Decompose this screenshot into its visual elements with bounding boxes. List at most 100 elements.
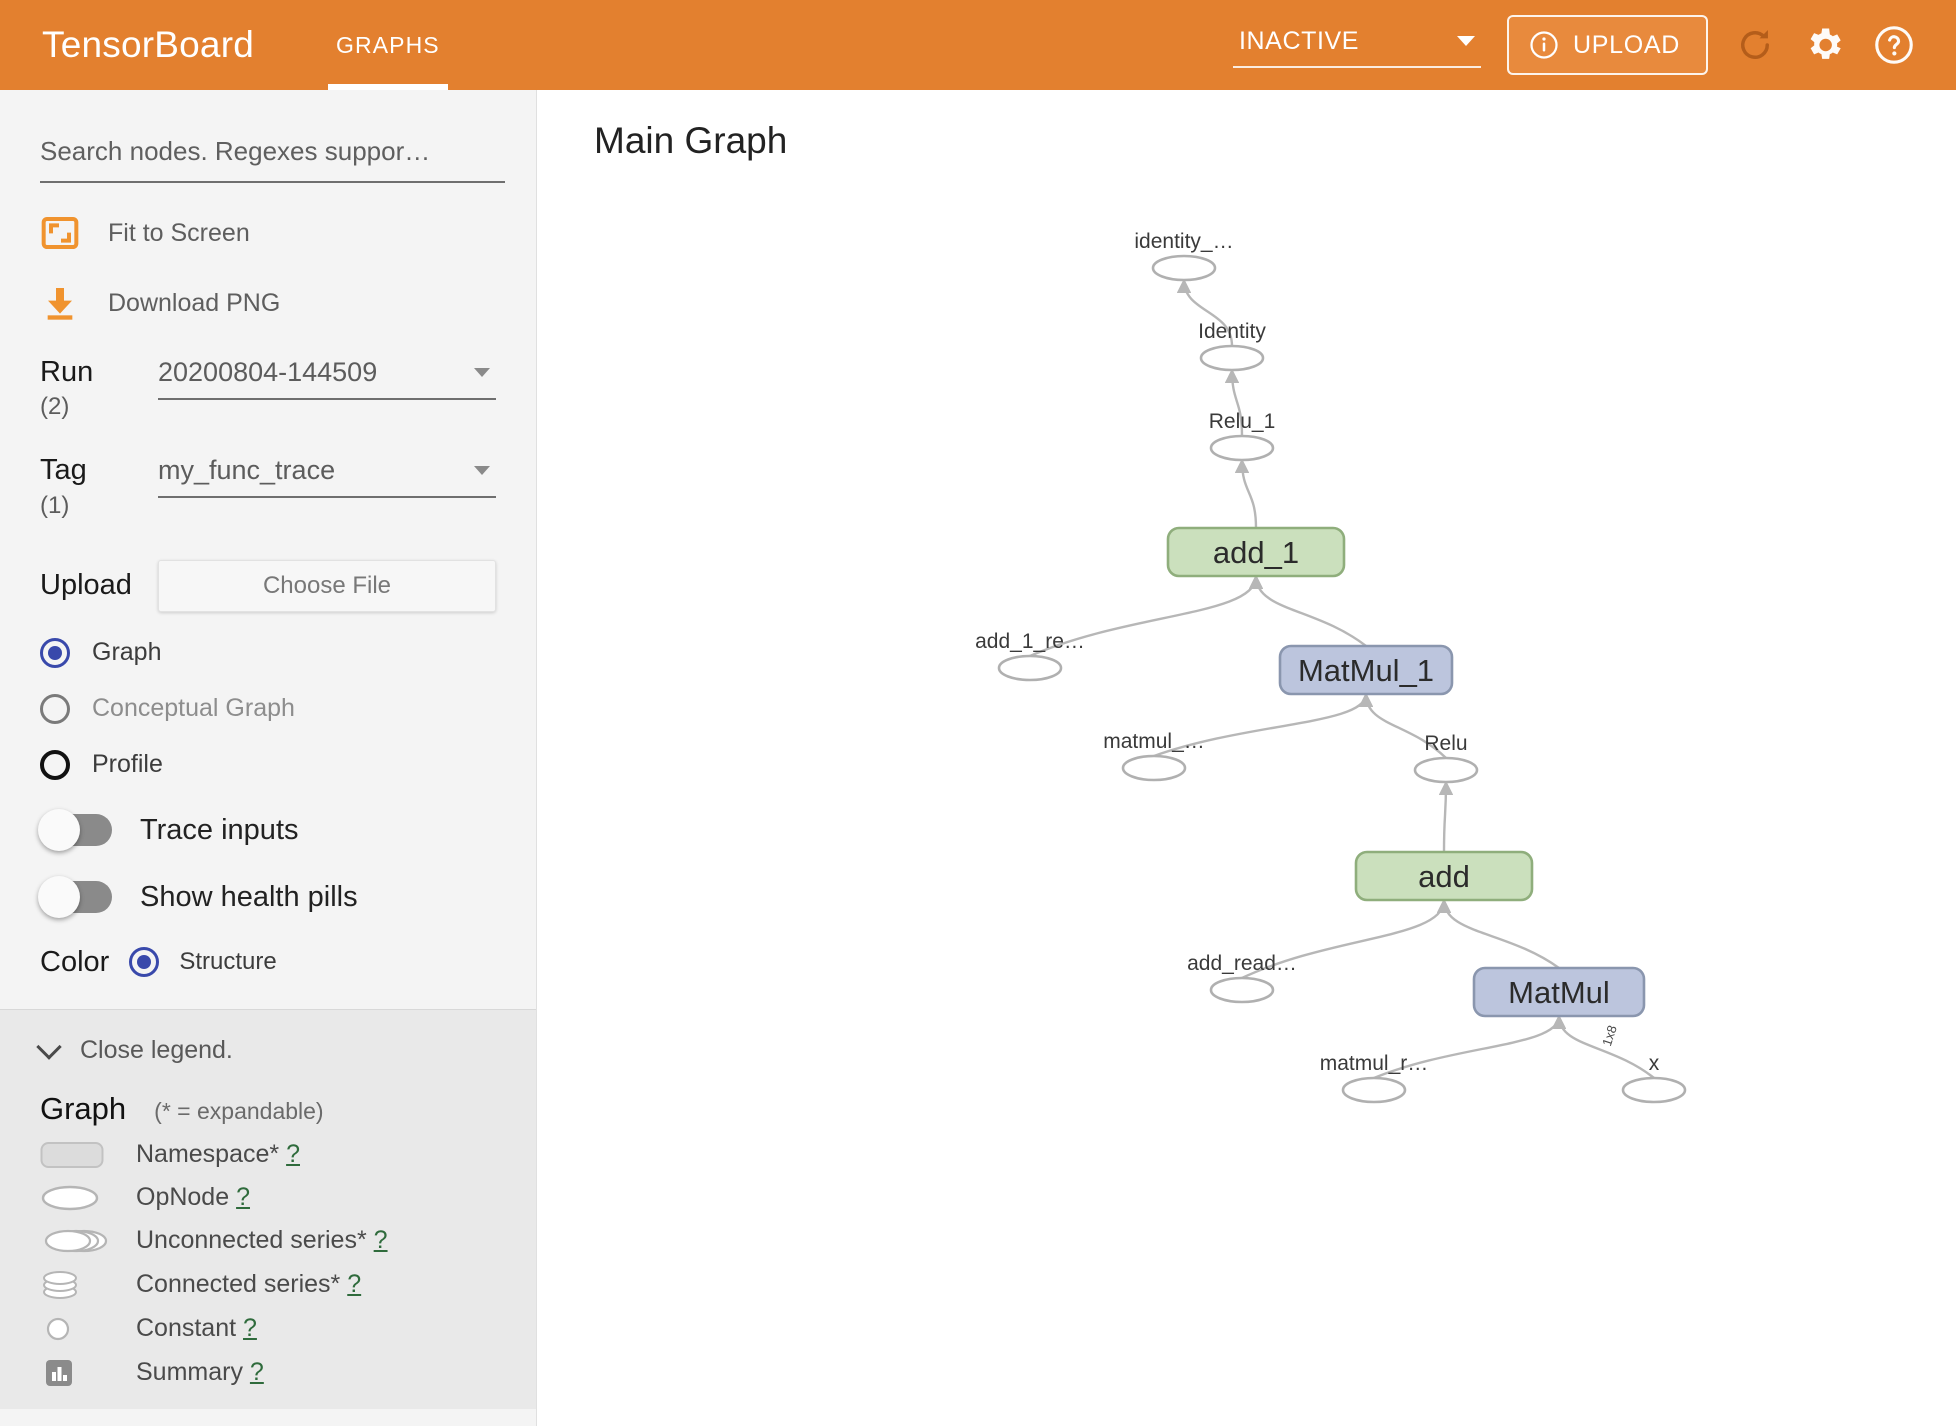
graph-node-matmul_dots[interactable]: matmul_… [1103, 730, 1205, 782]
help-link[interactable]: ? [373, 1226, 388, 1255]
node-label: MatMul [1508, 975, 1610, 1010]
upload-field: Upload Choose File [40, 559, 496, 612]
toggle-show-health-pills[interactable]: Show health pills [38, 876, 496, 919]
radio-structure-icon[interactable] [129, 947, 160, 978]
gear-icon[interactable] [1802, 23, 1846, 67]
choose-file-button[interactable]: Choose File [158, 559, 496, 612]
graph-edges: 1x8 [1029, 278, 1655, 1080]
graph-edge [1436, 898, 1560, 969]
tag-field: Tag (1) my_func_trace [40, 455, 496, 519]
namespace-shape-icon [1278, 644, 1454, 696]
radio-profile-icon [40, 749, 70, 780]
chevron-down-icon [474, 466, 490, 476]
search-input[interactable] [40, 132, 505, 183]
constant-circle-icon [40, 1314, 136, 1344]
run-dropdown[interactable]: 20200804-144509 [158, 357, 496, 400]
legend-label-summary: Summary ? [136, 1358, 264, 1387]
graph-node-add_read[interactable]: add_read… [1187, 952, 1297, 1004]
legend-label-connected-series: Connected series* ? [136, 1270, 362, 1299]
tag-count: (1) [40, 491, 70, 519]
chevron-down-icon [36, 1034, 62, 1061]
namespace-shape-icon [1354, 850, 1534, 902]
toggle-switch-icon [38, 809, 112, 852]
opnode-ellipse-icon [1199, 344, 1265, 372]
run-state-dropdown[interactable]: INACTIVE [1232, 23, 1481, 68]
radio-graph-icon [40, 637, 70, 668]
download-png-button[interactable]: Download PNG [40, 283, 496, 323]
opnode-ellipse-icon [40, 1183, 136, 1213]
legend-note: (* = expandable) [154, 1097, 324, 1124]
node-label: x [1649, 1052, 1660, 1075]
legend-panel: Close legend. Graph (* = expandable) Nam… [0, 1008, 536, 1409]
graph-edge [1551, 1014, 1655, 1079]
legend-item-unconnected-series: Unconnected series* ? [40, 1226, 496, 1256]
close-legend-button[interactable]: Close legend. [36, 1034, 496, 1065]
download-png-label: Download PNG [108, 288, 281, 317]
radio-option-profile[interactable]: Profile [40, 749, 496, 780]
help-link[interactable]: ? [249, 1358, 264, 1387]
upload-button-label: UPLOAD [1572, 30, 1680, 59]
graph-node-relu[interactable]: Relu [1413, 732, 1479, 784]
header-tabs: GRAPHS [314, 0, 462, 90]
connected-series-icon [40, 1269, 136, 1301]
fit-to-screen-icon [40, 213, 80, 253]
graph-edge [1176, 278, 1234, 347]
legend-title: Graph [40, 1090, 127, 1126]
legend-label-opnode: OpNode ? [136, 1183, 250, 1212]
graph-node-identity_out[interactable]: identity_… [1134, 230, 1234, 282]
graph-node-matmul[interactable]: MatMul [1472, 966, 1646, 1018]
toggle-show-health-pills-label: Show health pills [140, 880, 358, 913]
help-circle-icon[interactable] [1872, 23, 1916, 67]
run-label: Run [40, 356, 94, 388]
node-label: Relu [1424, 732, 1467, 755]
run-field: Run (2) 20200804-144509 [40, 357, 496, 421]
legend-item-namespace: Namespace* ? [40, 1140, 496, 1170]
graph-edge [1224, 368, 1244, 437]
legend-header: Graph (* = expandable) [40, 1091, 496, 1127]
legend-item-constant: Constant ? [40, 1314, 496, 1344]
help-link[interactable]: ? [243, 1314, 257, 1343]
graph-node-identity[interactable]: Identity [1198, 320, 1266, 372]
fit-to-screen-button[interactable]: Fit to Screen [40, 213, 496, 253]
unconnected-series-icon [40, 1226, 136, 1256]
namespace-shape-icon [1472, 966, 1646, 1018]
namespace-shape-icon [40, 1140, 136, 1170]
help-link[interactable]: ? [347, 1270, 362, 1299]
opnode-ellipse-icon [1151, 254, 1217, 282]
toggle-trace-inputs[interactable]: Trace inputs [38, 809, 496, 852]
chevron-down-icon [1456, 36, 1475, 46]
radio-profile-label: Profile [92, 750, 163, 779]
close-legend-label: Close legend. [80, 1035, 233, 1064]
tab-graphs[interactable]: GRAPHS [314, 0, 462, 90]
radio-option-graph[interactable]: Graph [40, 637, 496, 668]
graph-node-matmul_1[interactable]: MatMul_1 [1278, 644, 1454, 696]
refresh-icon[interactable] [1734, 24, 1776, 66]
node-label: add_1 [1213, 535, 1299, 570]
graph-node-matmul_r[interactable]: matmul_r… [1320, 1052, 1429, 1104]
app-header: TensorBoard GRAPHS INACTIVE UPLOAD [0, 0, 1956, 90]
radio-conceptual-graph-icon [40, 693, 70, 724]
radio-option-conceptual-graph[interactable]: Conceptual Graph [40, 693, 496, 724]
graph-node-add_1_re[interactable]: add_1_re… [975, 630, 1085, 682]
node-label: MatMul_1 [1298, 653, 1434, 688]
graph-edge [1358, 692, 1447, 759]
upload-button[interactable]: UPLOAD [1506, 15, 1708, 75]
graph-node-add[interactable]: add [1354, 850, 1534, 902]
namespace-shape-icon [1166, 526, 1346, 578]
tag-dropdown[interactable]: my_func_trace [158, 455, 496, 499]
page-title: Main Graph [594, 120, 788, 161]
help-link[interactable]: ? [236, 1183, 250, 1212]
opnode-ellipse-icon [1341, 1076, 1407, 1104]
radio-conceptual-graph-label: Conceptual Graph [92, 694, 295, 723]
node-label: Relu_1 [1209, 410, 1276, 433]
graph-node-add_1[interactable]: add_1 [1166, 526, 1346, 578]
tag-label: Tag [40, 454, 87, 487]
download-icon [40, 283, 80, 323]
graph-node-x[interactable]: x [1621, 1052, 1687, 1104]
summary-bars-icon [40, 1357, 136, 1389]
help-link[interactable]: ? [286, 1140, 300, 1169]
graph-node-relu_1[interactable]: Relu_1 [1209, 410, 1276, 462]
